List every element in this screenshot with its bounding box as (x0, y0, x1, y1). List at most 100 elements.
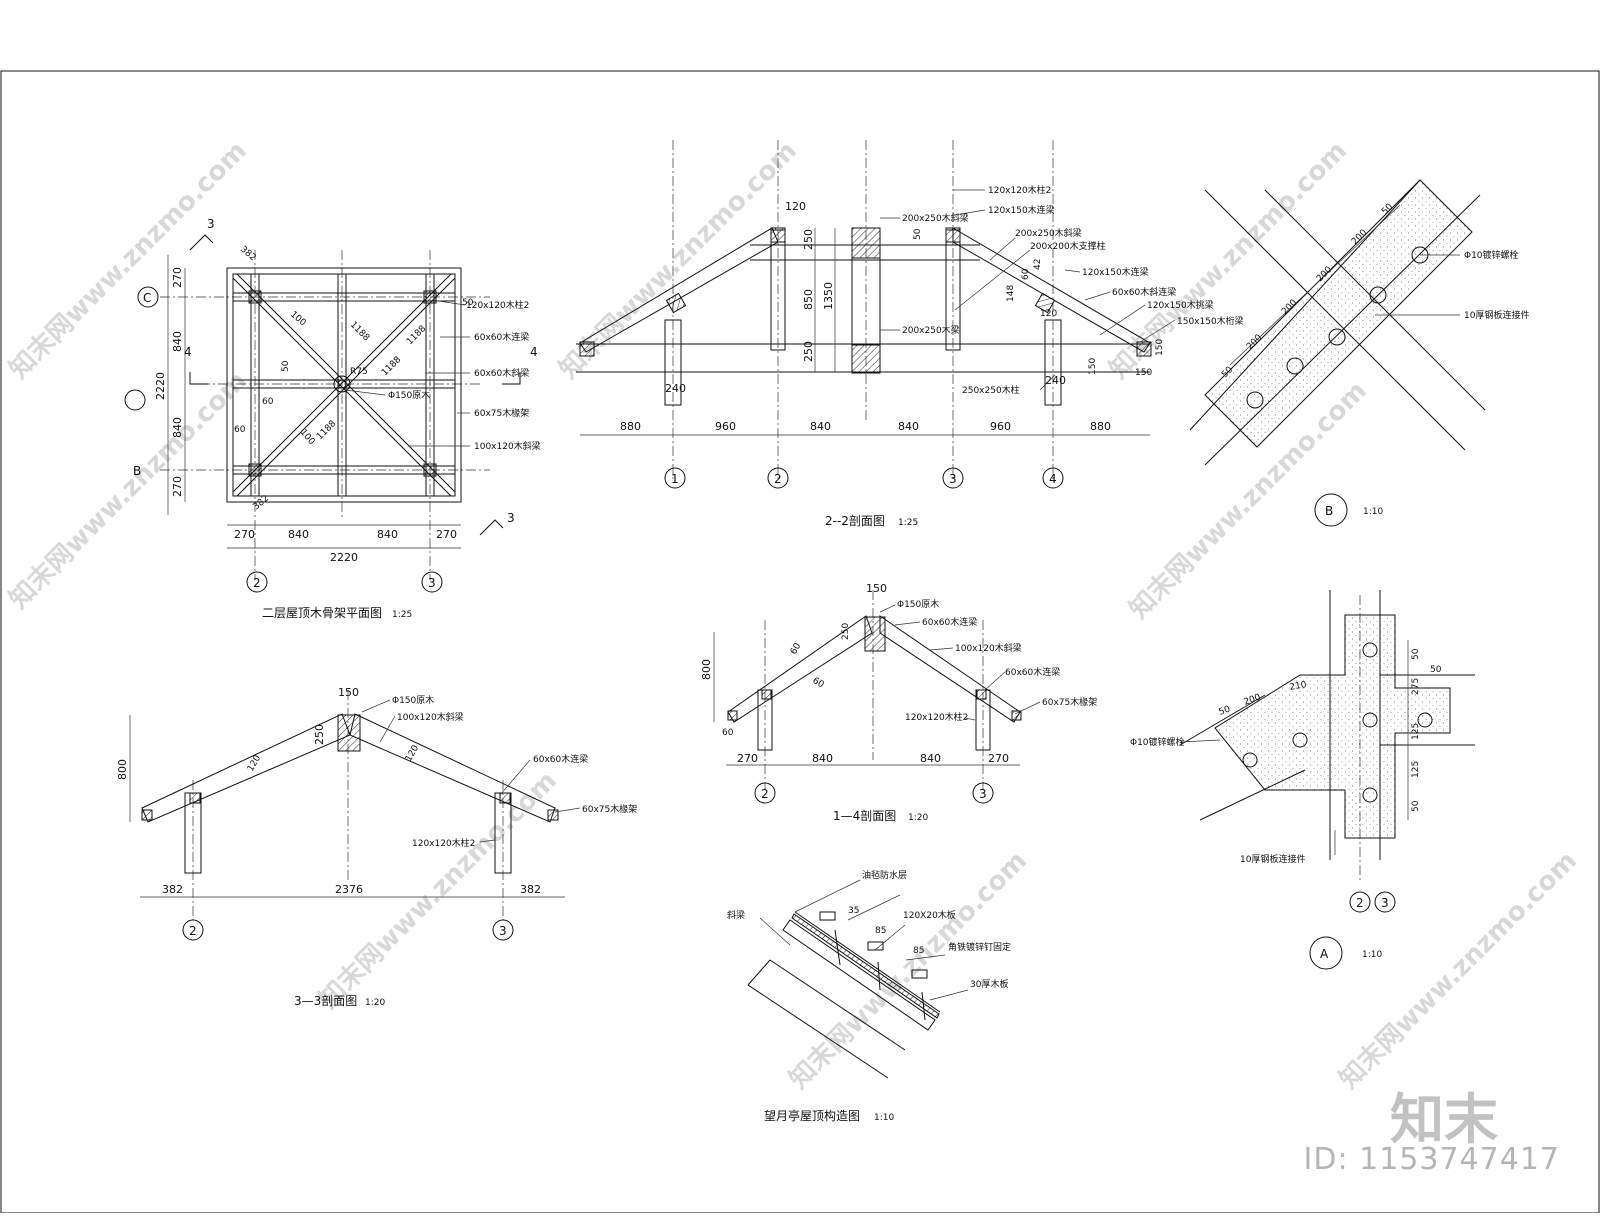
s22-label-3: 120x150木连梁 (988, 204, 1055, 216)
s22-scale: 1:25 (898, 518, 918, 528)
s22-m3: 42 (1033, 259, 1043, 270)
detail-a-dim-5: 50 (1430, 665, 1442, 675)
s22-misc-dims: 120 50 42 60 148 120 150 150 150 240 240 (665, 200, 1165, 395)
plan-label-diag-beam: 60x60木斜梁 (474, 367, 529, 379)
plan-dim-left-3: 840 (171, 417, 184, 438)
section-2-2: 1 2 3 4 880 960 840 840 960 880 250 850 … (576, 140, 1244, 528)
detail-b-scale: 1:10 (1363, 507, 1383, 517)
plan-axis-extra-bubble (124, 389, 146, 411)
plan-dim-m12: 50 (281, 360, 291, 372)
plan-dim-total: 2220 (330, 551, 358, 564)
s22-label-5: 200x200木支撑柱 (1030, 240, 1106, 252)
s22-axis-3-bubble (942, 467, 964, 489)
detail-a-dim-6: 275 (1411, 678, 1421, 695)
s33-title: 3—3剖面图 (294, 994, 357, 1008)
s33-dim-2: 2376 (335, 883, 363, 896)
plan-axis-c-bubble (137, 286, 159, 308)
plan-label-column: 120x120木柱2 (466, 299, 529, 311)
plan-title: 二层屋顶木骨架平面图 (262, 606, 382, 620)
detail-a-scale: 1:10 (1362, 950, 1382, 960)
plan-dim-m3: 1188 (348, 320, 371, 343)
s22-label-2: 200x250木斜梁 (902, 212, 969, 224)
plan-label-rafter: 60x75木椽架 (474, 407, 529, 419)
s14-scale: 1:20 (908, 813, 928, 823)
plan-dim-left-1: 270 (171, 267, 184, 288)
roof-dim-3: 85 (913, 946, 924, 956)
s22-label-10: 200x250木梁 (902, 324, 960, 336)
s14-label-3: 100x120木斜梁 (955, 642, 1022, 654)
roof-scale: 1:10 (874, 1113, 894, 1123)
s33-axis-2-bubble (182, 919, 204, 941)
brand-watermark: 知末 (1390, 1088, 1498, 1151)
plan-cut-3b: 3 (507, 511, 515, 525)
s14-dim-1: 270 (737, 752, 758, 765)
s33-vdim: 800 (116, 759, 129, 780)
s22-dim-5: 960 (990, 420, 1011, 433)
s22-m4: 60 (1021, 268, 1031, 280)
plan-dim-left-total: 2220 (154, 372, 167, 400)
plan-label-log: Φ150原木 (388, 389, 430, 401)
s22-bottom-dims: 880 960 840 840 960 880 (620, 420, 1111, 433)
s14-label-5: 60x75木椽架 (1042, 696, 1097, 708)
s14-axis-2: 2 (761, 787, 769, 801)
s22-label-9: 150x150木桁梁 (1177, 315, 1244, 327)
s22-title: 2--2剖面图 (825, 514, 885, 528)
s14-dim-3: 840 (920, 752, 941, 765)
plan-dim-left-4: 270 (171, 476, 184, 497)
roof-label-4: 30厚木板 (970, 978, 1008, 990)
detail-a-dim-8: 125 (1411, 761, 1421, 778)
s33-axis-3-bubble (492, 919, 514, 941)
s22-dim-2: 960 (715, 420, 736, 433)
plan-axis-3-bubble (421, 571, 443, 593)
image-id-label: ID: 1153747417 (1303, 1142, 1560, 1177)
section-1-4: 2 3 800 270 840 840 270 150 250 60 60 60… (700, 582, 1097, 823)
roof-label-2: 120X20木板 (903, 909, 956, 921)
s22-label-8: 120x150木挑梁 (1147, 299, 1214, 311)
s33-dim-1: 382 (162, 883, 183, 896)
s22-axes: 1 2 3 4 (671, 472, 1057, 486)
s22-m9: 150 (1088, 358, 1098, 375)
s33-label-1: Φ150原木 (392, 694, 434, 706)
s22-axis-1-bubble (664, 467, 686, 489)
s33-label-2: 100x120木斜梁 (397, 711, 464, 723)
plan-dim-left-2: 840 (171, 331, 184, 352)
s14-axis-2-bubble (754, 782, 776, 804)
roof-title: 望月亭屋顶构造图 (764, 1108, 860, 1123)
plan-cut-4a: 4 (184, 345, 192, 359)
s14-axis-3: 3 (979, 787, 987, 801)
s14-dim-4: 270 (988, 752, 1009, 765)
s14-label-6: 120x120木柱2 (905, 711, 968, 723)
plan-dim-m4: 1188 (405, 324, 428, 347)
s14-m2: 250 (841, 623, 851, 640)
plan-dim-m2: 100 (288, 310, 308, 329)
plan-axis-b: B (133, 464, 141, 478)
plan-dim-top-4: 270 (436, 528, 457, 541)
s22-axis-2-bubble (767, 467, 789, 489)
s22-dim-4: 840 (898, 420, 919, 433)
plan-scale: 1:25 (392, 610, 412, 620)
detail-a-axis-3-bubble (1374, 891, 1396, 913)
detail-b-bubble (1314, 493, 1348, 527)
s22-dim-1: 880 (620, 420, 641, 433)
s33-label-5: 120x120木柱2 (412, 837, 475, 849)
s33-m3: 120 (246, 753, 263, 773)
s33-axis-3: 3 (499, 924, 507, 938)
s22-label-1: 120x120木柱2 (988, 184, 1051, 196)
s22-m1: 120 (785, 200, 806, 213)
s33-dim-3: 382 (520, 883, 541, 896)
s33-m4: 120 (404, 743, 421, 763)
s22-vdim-4: 250 (802, 341, 815, 362)
detail-a-title: A (1320, 947, 1329, 961)
plan-dim-m5: R75 (350, 367, 368, 377)
plan-axis-c: C (143, 291, 151, 305)
s22-m5: 148 (1006, 285, 1016, 302)
s22-vdim-2: 850 (802, 289, 815, 310)
s14-dim-2: 840 (812, 752, 833, 765)
s22-vdim-1: 250 (802, 229, 815, 250)
s22-m7: 150 (1155, 339, 1165, 356)
detail-a-axis-2: 2 (1356, 896, 1364, 910)
plan-dim-m10: 1188 (315, 419, 338, 442)
detail-a-dim-7: 125 (1411, 723, 1421, 740)
detail-b-title: B (1325, 504, 1333, 518)
